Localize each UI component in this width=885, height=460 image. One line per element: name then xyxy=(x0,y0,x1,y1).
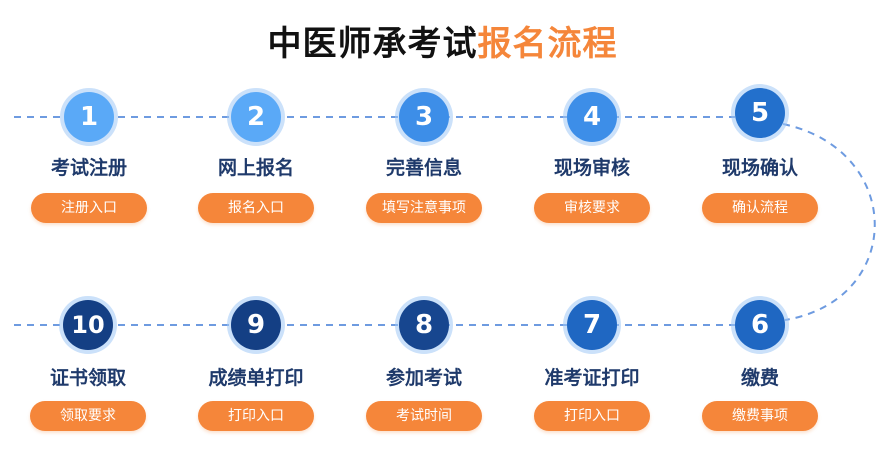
step-6: 6 缴费 缴费事项 xyxy=(680,300,840,440)
step-label: 证书领取 xyxy=(49,367,126,389)
step-label: 准考证打印 xyxy=(544,367,640,389)
step-number-badge: 2 xyxy=(231,92,281,142)
step-number-badge: 4 xyxy=(567,92,617,142)
scores-print-button[interactable]: 打印入口 xyxy=(198,401,314,431)
step-number-badge: 1 xyxy=(64,92,114,142)
page-title: 中医师承考试报名流程 xyxy=(0,22,885,66)
step-label: 考试注册 xyxy=(50,157,127,179)
step-label: 完善信息 xyxy=(385,157,462,179)
payment-notes-button[interactable]: 缴费事项 xyxy=(702,401,818,431)
step-10: 10 证书领取 领取要求 xyxy=(8,300,168,440)
step-number-badge: 9 xyxy=(231,300,281,350)
register-entry-button[interactable]: 注册入口 xyxy=(31,193,147,223)
review-requirements-button[interactable]: 审核要求 xyxy=(534,193,650,223)
title-main: 中医师承考试 xyxy=(267,24,478,64)
step-4: 4 现场审核 审核要求 xyxy=(512,92,672,232)
step-1: 1 考试注册 注册入口 xyxy=(9,92,169,232)
exam-time-button[interactable]: 考试时间 xyxy=(366,401,482,431)
title-accent: 报名流程 xyxy=(477,24,618,64)
step-7: 7 准考证打印 打印入口 xyxy=(512,300,672,440)
step-number-badge: 8 xyxy=(399,300,449,350)
step-number-badge: 5 xyxy=(735,88,785,138)
step-number-badge: 3 xyxy=(399,92,449,142)
step-label: 现场确认 xyxy=(721,157,798,179)
fill-notes-button[interactable]: 填写注意事项 xyxy=(366,193,482,223)
step-2: 2 网上报名 报名入口 xyxy=(176,92,336,232)
step-label: 网上报名 xyxy=(217,157,294,179)
step-number-badge: 10 xyxy=(63,300,113,350)
step-label: 缴费 xyxy=(740,367,779,389)
step-3: 3 完善信息 填写注意事项 xyxy=(344,92,504,232)
admission-print-button[interactable]: 打印入口 xyxy=(534,401,650,431)
step-number-badge: 6 xyxy=(735,300,785,350)
step-number-badge: 7 xyxy=(567,300,617,350)
step-9: 9 成绩单打印 打印入口 xyxy=(176,300,336,440)
step-label: 现场审核 xyxy=(553,157,630,179)
step-label: 成绩单打印 xyxy=(208,367,304,389)
step-8: 8 参加考试 考试时间 xyxy=(344,300,504,440)
signup-entry-button[interactable]: 报名入口 xyxy=(198,193,314,223)
step-label: 参加考试 xyxy=(385,367,462,389)
certificate-requirements-button[interactable]: 领取要求 xyxy=(30,401,146,431)
step-5: 5 现场确认 确认流程 xyxy=(680,88,840,228)
confirm-process-button[interactable]: 确认流程 xyxy=(702,193,818,223)
